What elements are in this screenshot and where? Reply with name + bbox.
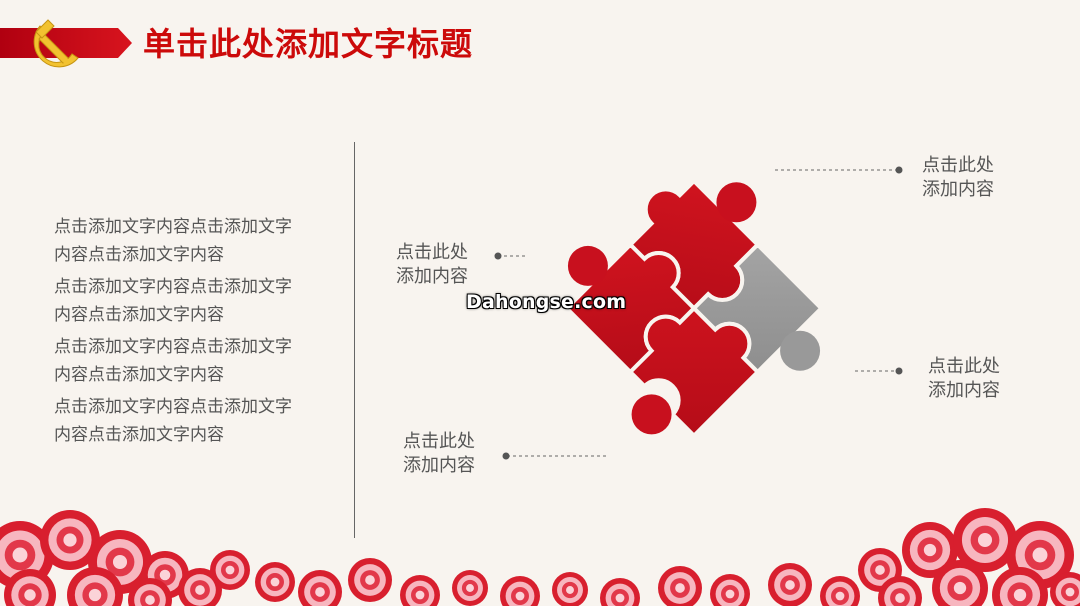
text-line: 点击添加文字内容点击添加文字 xyxy=(54,337,292,357)
text-line: 内容点击添加文字内容 xyxy=(54,365,224,385)
callout-right[interactable]: 点击此处 添加内容 xyxy=(928,355,1028,403)
cloud-swirl xyxy=(40,510,100,570)
connector-lines xyxy=(494,166,903,460)
auspicious-clouds-decoration xyxy=(0,508,1080,606)
puzzle-tab xyxy=(567,245,608,286)
hammer-sickle-icon xyxy=(33,19,79,68)
cloud-swirl xyxy=(820,576,860,606)
text-paragraph[interactable]: 点击添加文字内容点击添加文字 内容点击添加文字内容 xyxy=(54,393,324,449)
puzzle-tab xyxy=(631,394,672,435)
cloud-swirl xyxy=(210,550,250,590)
cloud-swirl xyxy=(902,522,958,578)
title-ribbon xyxy=(0,19,132,68)
vertical-divider xyxy=(354,142,355,538)
cloud-swirl xyxy=(298,570,342,606)
cloud-swirl xyxy=(552,572,588,606)
cloud-swirl xyxy=(4,569,56,606)
cloud-swirl xyxy=(658,566,702,606)
callout-line: 添加内容 xyxy=(922,179,994,200)
text-paragraph[interactable]: 点击添加文字内容点击添加文字 内容点击添加文字内容 xyxy=(54,213,324,269)
text-line: 内容点击添加文字内容 xyxy=(54,425,224,445)
cloud-swirl xyxy=(178,568,222,606)
cloud-swirl xyxy=(500,576,540,606)
puzzle-piece-bottom xyxy=(627,305,761,439)
callout-line: 添加内容 xyxy=(403,455,475,476)
puzzle-tab xyxy=(716,182,757,223)
cloud-swirl xyxy=(992,567,1048,606)
callout-line: 点击此处 xyxy=(928,356,1000,377)
callout-line: 添加内容 xyxy=(928,380,1000,401)
cloud-swirl xyxy=(600,578,640,606)
text-line: 点击添加文字内容点击添加文字 xyxy=(54,217,292,237)
title-bar: 单击此处添加文字标题 xyxy=(0,12,1080,74)
callout-top-right[interactable]: 点击此处 添加内容 xyxy=(922,154,1022,202)
text-line: 内容点击添加文字内容 xyxy=(54,305,224,325)
text-line: 内容点击添加文字内容 xyxy=(54,245,224,265)
left-text-block: 点击添加文字内容点击添加文字 内容点击添加文字内容 点击添加文字内容点击添加文字… xyxy=(54,213,324,453)
callout-left[interactable]: 点击此处 添加内容 xyxy=(396,241,496,289)
cloud-swirl xyxy=(128,578,172,606)
callout-line: 添加内容 xyxy=(396,266,468,287)
cloud-swirl xyxy=(1050,572,1080,606)
puzzle-pieces xyxy=(563,178,825,439)
text-line: 点击添加文字内容点击添加文字 xyxy=(54,277,292,297)
callout-line: 点击此处 xyxy=(396,242,468,263)
text-line: 点击添加文字内容点击添加文字 xyxy=(54,397,292,417)
page-title[interactable]: 单击此处添加文字标题 xyxy=(143,25,474,63)
cloud-swirl xyxy=(400,575,440,606)
text-paragraph[interactable]: 点击添加文字内容点击添加文字 内容点击添加文字内容 xyxy=(54,333,324,389)
text-paragraph[interactable]: 点击添加文字内容点击添加文字 内容点击添加文字内容 xyxy=(54,273,324,329)
cloud-swirl xyxy=(953,508,1017,572)
cloud-swirl xyxy=(878,576,922,606)
callout-line: 点击此处 xyxy=(403,431,475,452)
cloud-swirl xyxy=(67,567,123,606)
cloud-swirl xyxy=(768,563,812,606)
callout-bottom-left[interactable]: 点击此处 添加内容 xyxy=(403,430,503,478)
puzzle-tab xyxy=(780,330,821,371)
cloud-swirl xyxy=(932,560,988,606)
cloud-swirl xyxy=(255,562,295,602)
cloud-swirl xyxy=(452,570,488,606)
cloud-swirl xyxy=(710,574,750,606)
cloud-swirl xyxy=(348,558,392,602)
callout-line: 点击此处 xyxy=(922,155,994,176)
watermark: Dahongse.com xyxy=(466,291,627,313)
